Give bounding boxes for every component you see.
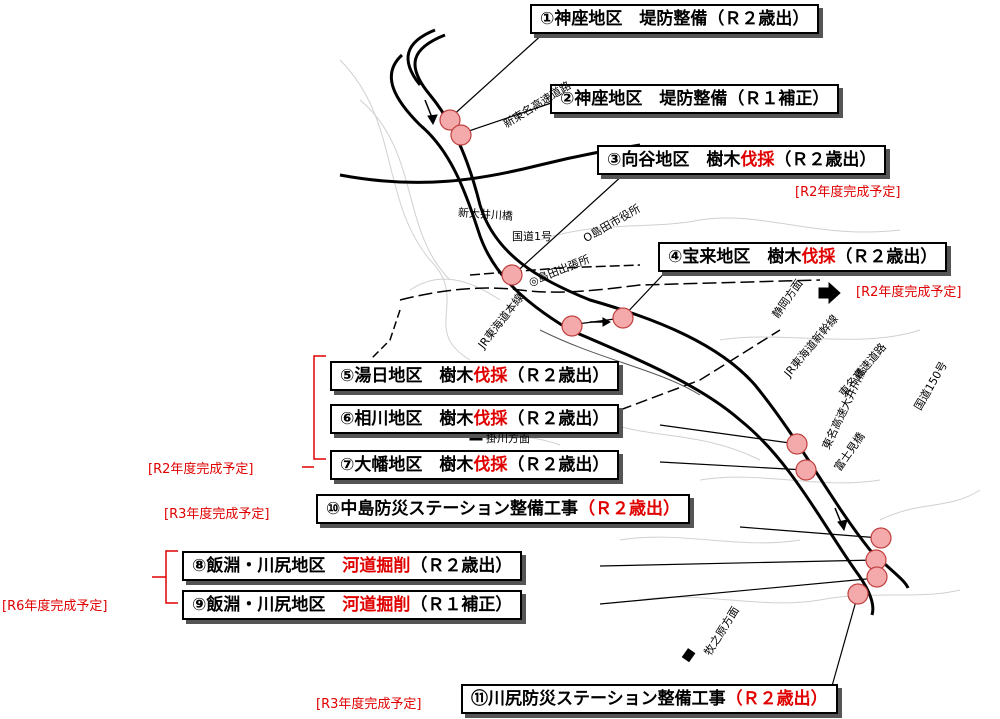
label-kakegawa-dir: 掛川方面 — [486, 432, 530, 445]
project-5-label: ⑤湯日地区 樹木 — [340, 366, 474, 386]
project-7-box: ⑦大幡地区 樹木伐採（Ｒ２歳出） — [330, 450, 620, 480]
note-r3-a: [R3年度完成予定] — [164, 507, 270, 522]
project-8-work: 河道掘削 — [342, 556, 411, 576]
leader-lines — [449, 31, 881, 687]
project-6-label: ⑥相川地区 樹木 — [340, 409, 474, 429]
marker-10 — [870, 527, 892, 549]
project-10-label: ⑩中島防災ステーション整備工事 — [326, 499, 579, 519]
shinkansen-line — [619, 329, 781, 411]
project-2-box: ②神座地区 堤防整備（Ｒ１補正） — [550, 84, 840, 114]
terrain-lines — [339, 59, 981, 604]
project-5-budget: （Ｒ２歳出） — [507, 366, 610, 386]
group-braces — [152, 355, 326, 604]
project-2-label: ②神座地区 堤防整備（Ｒ１補正） — [560, 89, 830, 109]
river-right-bank — [413, 33, 910, 589]
project-7-work: 伐採 — [473, 455, 508, 475]
note-r6-group: [R6年度完成予定] — [2, 599, 108, 614]
project-9-box: ⑨飯淵・川尻地区 河道掘削（Ｒ１補正） — [182, 590, 523, 620]
marker-11 — [847, 583, 869, 605]
lower-road — [539, 329, 701, 396]
project-11-label: ⑪川尻防災ステーション整備工事 — [471, 689, 726, 709]
project-8-label: ⑧飯淵・川尻地区 — [192, 556, 343, 576]
project-4-label: ④宝来地区 樹木 — [668, 247, 802, 267]
project-9-work: 河道掘削 — [342, 595, 411, 615]
route1-road — [469, 264, 641, 276]
marker-2 — [450, 124, 472, 146]
note-r3-b: [R3年度完成予定] — [316, 697, 422, 712]
project-3-label: ③向谷地区 樹木 — [607, 150, 741, 170]
project-10-box: ⑩中島防災ステーション整備工事（Ｒ２歳出） — [316, 494, 691, 524]
project-6-box: ⑥相川地区 樹木伐採（Ｒ２歳出） — [330, 404, 620, 434]
marker-5 — [561, 315, 583, 337]
project-8-box: ⑧飯淵・川尻地区 河道掘削（Ｒ２歳出） — [182, 551, 523, 581]
marker-4 — [612, 307, 634, 329]
note-r2-group: [R2年度完成予定] — [148, 462, 254, 477]
note-r2-a: [R2年度完成予定] — [795, 185, 901, 200]
marker-1 — [439, 109, 461, 131]
note-r2-b: [R2年度完成予定] — [856, 285, 962, 300]
project-5-box: ⑤湯日地区 樹木伐採（Ｒ２歳出） — [330, 361, 620, 391]
project-5-work: 伐採 — [473, 366, 508, 386]
site-markers — [439, 109, 892, 605]
project-3-work: 伐採 — [740, 150, 775, 170]
project-7-label: ⑦大幡地区 樹木 — [340, 455, 474, 475]
marker-7 — [795, 459, 817, 481]
project-1-box: ①神座地区 堤防整備（Ｒ２歳出） — [530, 4, 820, 34]
shin-tomei-road — [339, 143, 641, 184]
project-10-budget: （Ｒ２歳出） — [578, 499, 681, 519]
project-6-work: 伐採 — [473, 409, 508, 429]
marker-6 — [786, 433, 808, 455]
project-4-box: ④宝来地区 樹木伐採（Ｒ２歳出） — [658, 242, 948, 272]
project-11-budget: （Ｒ２歳出） — [725, 689, 828, 709]
river-upper-bank — [406, 28, 436, 86]
label-route1: 国道1号 — [512, 230, 552, 243]
project-9-label: ⑨飯淵・川尻地区 — [192, 595, 343, 615]
project-3-budget: （Ｒ２歳出） — [774, 150, 877, 170]
project-9-budget: （Ｒ１補正） — [410, 595, 513, 615]
project-4-work: 伐採 — [801, 247, 836, 267]
flow-arrows — [424, 99, 848, 663]
project-4-budget: （Ｒ２歳出） — [835, 247, 938, 267]
project-6-budget: （Ｒ２歳出） — [507, 409, 610, 429]
jr-tokaido-line — [399, 279, 821, 301]
rail-west — [369, 309, 401, 361]
project-8-budget: （Ｒ２歳出） — [410, 556, 513, 576]
marker-9 — [866, 566, 888, 588]
project-11-box: ⑪川尻防災ステーション整備工事（Ｒ２歳出） — [461, 684, 838, 714]
project-3-box: ③向谷地区 樹木伐採（Ｒ２歳出） — [597, 145, 887, 175]
marker-3 — [501, 264, 523, 286]
project-1-label: ①神座地区 堤防整備（Ｒ２歳出） — [540, 9, 810, 29]
project-7-budget: （Ｒ２歳出） — [507, 455, 610, 475]
